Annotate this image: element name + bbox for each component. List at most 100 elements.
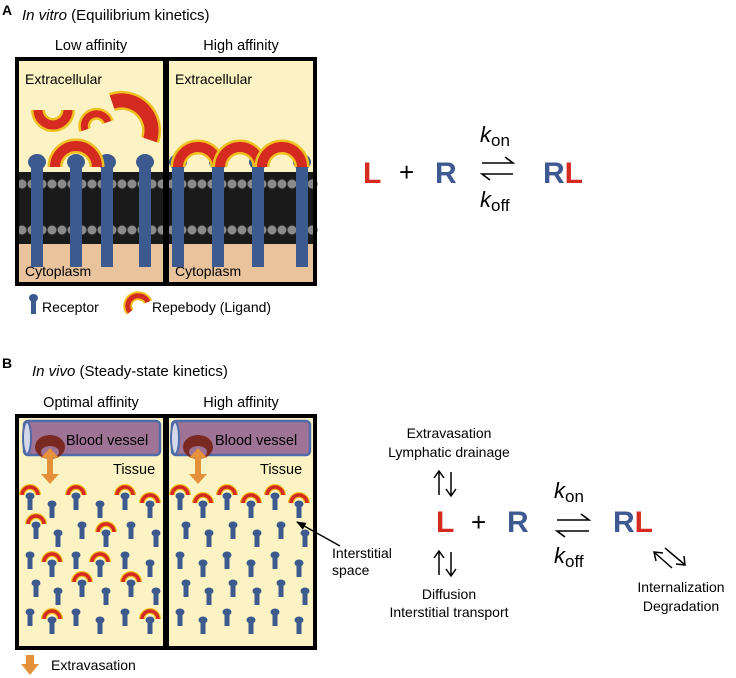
- panel-a-letter: A: [2, 2, 12, 18]
- receptor: [198, 616, 208, 634]
- eq-complex-R: R: [543, 157, 565, 190]
- cytoplasm-region: [167, 242, 315, 284]
- lipid-head: [286, 178, 298, 190]
- eq-plus: +: [399, 157, 414, 187]
- lipid-head: [126, 178, 138, 190]
- up-down-arrows-icon: [433, 469, 457, 498]
- lipid-head: [226, 224, 238, 236]
- lipid-head: [276, 224, 288, 236]
- receptor: [67, 154, 85, 267]
- bound-receptor: [89, 551, 111, 577]
- interstitial-label-line2: space: [332, 562, 370, 578]
- eq-ligand-L: L: [363, 157, 381, 190]
- extravasation-arrow-shaft: [47, 456, 53, 476]
- bound-receptor: [71, 571, 93, 597]
- panel-b-letter: B: [2, 355, 12, 371]
- receptor: [276, 579, 286, 597]
- receptor: [120, 551, 130, 569]
- panel-a: A In vitro (Equilibrium kinetics) Low af…: [2, 2, 583, 315]
- bound-receptor: [240, 492, 262, 518]
- up-down-arrows-icon: [433, 549, 457, 578]
- receptor: [120, 608, 130, 626]
- bottom-process-line1: Diffusion: [422, 586, 476, 602]
- panel-a-legend: Receptor Repebody (Ligand): [29, 291, 271, 315]
- lipid-head: [266, 178, 278, 190]
- lipid-head: [56, 178, 68, 190]
- lipid-head: [236, 178, 248, 190]
- lipid-head: [236, 224, 248, 236]
- receptor: [252, 529, 262, 547]
- receptor: [25, 608, 35, 626]
- receptor: [53, 587, 63, 605]
- k-off-label: koff: [480, 187, 510, 215]
- panel-b-optimal-affinity-box: Blood vessel Tissue: [15, 414, 167, 650]
- receptor: [28, 154, 46, 267]
- bound-receptor: [120, 571, 142, 597]
- eq-plus: +: [471, 507, 486, 537]
- right-process-line2: Degradation: [643, 598, 719, 614]
- lipid-head: [46, 224, 58, 236]
- panel-b-optimal-affinity-label: Optimal affinity: [43, 395, 139, 411]
- receptor: [252, 587, 262, 605]
- bound-receptor: [19, 484, 41, 510]
- receptor: [294, 616, 304, 634]
- interstitial-pointer-arrow: [296, 521, 341, 547]
- bound-receptor: [169, 484, 191, 510]
- bound-receptor: [65, 484, 87, 510]
- receptor: [145, 559, 155, 577]
- panel-a-equation: L + R RL kon koff: [363, 122, 583, 215]
- tissue-receptors: [19, 484, 161, 634]
- lipid-head: [226, 178, 238, 190]
- bound-receptor: [95, 521, 117, 547]
- receptor: [204, 529, 214, 547]
- panel-b: B In vivo (Steady-state kinetics) Optima…: [2, 355, 725, 675]
- panel-a-title-rest: (Equilibrium kinetics): [67, 7, 210, 24]
- receptor: [181, 579, 191, 597]
- blood-vessel: [22, 419, 162, 459]
- k-on-label: kon: [554, 478, 584, 506]
- bound-receptor: [192, 492, 214, 518]
- equilibrium-arrows-icon: [479, 156, 516, 181]
- receptor: [300, 529, 310, 547]
- lipid-head: [286, 224, 298, 236]
- panel-b-high-affinity-box: Blood vessel Tissue: [165, 414, 317, 650]
- tissue-label: Tissue: [113, 462, 155, 478]
- receptor: [228, 579, 238, 597]
- bound-ligand: [257, 142, 307, 168]
- receptor: [126, 521, 136, 539]
- lipid-head: [196, 224, 208, 236]
- extravasation-arrow-icon: [41, 448, 59, 484]
- receptors: [28, 154, 154, 267]
- tissue-label: Tissue: [260, 462, 302, 478]
- panel-a-title-italic: In vitro: [22, 7, 67, 24]
- bound-receptor: [41, 608, 63, 634]
- cytoplasm-label: Cytoplasm: [175, 263, 241, 279]
- receptor: [25, 551, 35, 569]
- receptor: [53, 529, 63, 547]
- bound-receptor: [139, 608, 161, 634]
- ligand-legend-label: Repebody (Ligand): [152, 299, 271, 315]
- top-process-line1: Extravasation: [407, 425, 492, 441]
- panel-b-title: In vivo (Steady-state kinetics): [32, 363, 228, 380]
- blood-vessel-label: Blood vessel: [66, 433, 148, 449]
- receptor: [246, 559, 256, 577]
- lipid-head: [126, 224, 138, 236]
- lipid-head: [116, 224, 128, 236]
- panel-b-title-italic: In vivo: [32, 363, 75, 380]
- bound-ligand: [50, 141, 102, 168]
- k-on-label: kon: [480, 122, 510, 150]
- receptor: [47, 500, 57, 518]
- eq-receptor-R: R: [435, 157, 457, 190]
- lipid-head: [276, 178, 288, 190]
- k-off-label: koff: [554, 543, 584, 571]
- lipid-head: [56, 224, 68, 236]
- ligand: [33, 109, 73, 130]
- lipid-head: [116, 178, 128, 190]
- bound-receptor: [264, 484, 286, 510]
- bound-receptor: [114, 484, 136, 510]
- receptor: [228, 521, 238, 539]
- receptor: [175, 551, 185, 569]
- lipid-head: [186, 178, 198, 190]
- equilibrium-arrows-icon: [554, 513, 592, 538]
